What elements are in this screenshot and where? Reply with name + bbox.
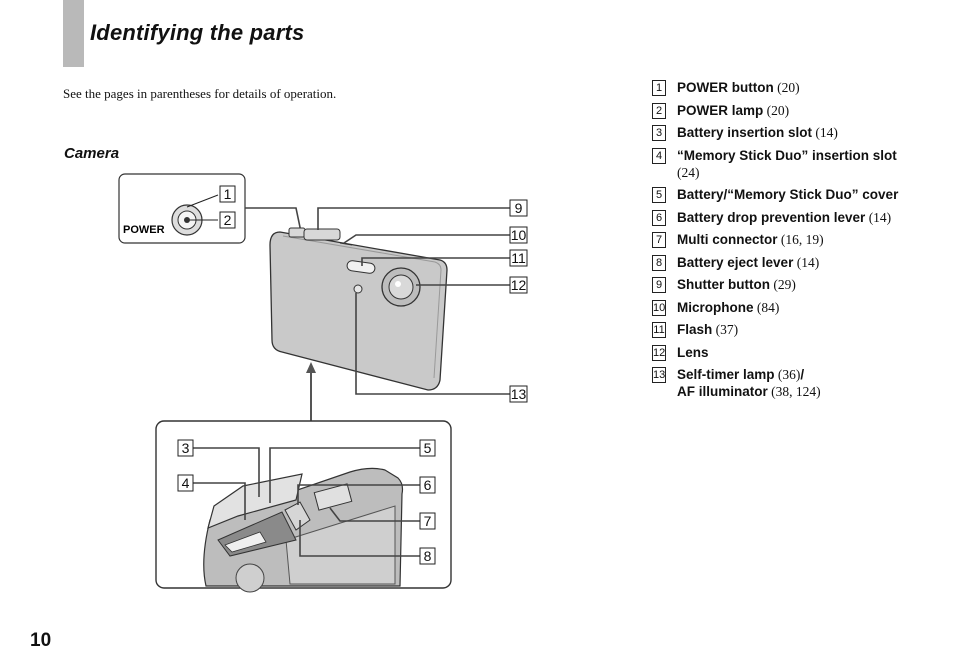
part-name-secondary: AF illuminator [677, 384, 768, 399]
power-button-top [288, 227, 306, 238]
part-name: Flash [677, 322, 713, 337]
svg-text:10: 10 [511, 227, 527, 243]
callout-1: 1 [219, 185, 236, 203]
page-number: 10 [30, 630, 52, 651]
svg-text:3: 3 [182, 440, 190, 456]
item-number-badge: 6 [652, 209, 666, 226]
svg-text:8: 8 [424, 548, 432, 564]
item-number-badge: 1 [652, 80, 666, 96]
page-ref: (20) [766, 102, 790, 118]
list-item: 2 POWER lamp (20) [652, 102, 902, 119]
item-number-badge: 3 [652, 125, 666, 141]
item-number-badge: 9 [652, 277, 666, 293]
page-ref: (24) [677, 164, 700, 180]
page-ref: (14) [815, 125, 838, 140]
svg-text:6: 6 [424, 477, 432, 493]
svg-text:13: 13 [511, 386, 527, 402]
svg-text:1: 1 [224, 186, 232, 202]
part-name: Self-timer lamp [677, 367, 775, 382]
part-name: Battery eject lever [677, 254, 794, 270]
svg-text:2: 2 [224, 212, 232, 228]
list-item: 9 Shutter button (29) [652, 276, 902, 293]
svg-text:7: 7 [424, 513, 432, 529]
callout-7: 7 [419, 512, 436, 530]
svg-text:9: 9 [515, 200, 523, 216]
item-number-badge: 10 [652, 299, 666, 316]
callout-9: 9 [509, 199, 528, 217]
svg-text:12: 12 [511, 277, 527, 293]
section-heading: Camera [64, 145, 120, 162]
item-number-badge: 2 [652, 102, 666, 119]
list-item: 13 Self-timer lamp (36)/ AF illuminator (3… [652, 366, 902, 400]
callout-11: 11 [509, 249, 528, 267]
page-ref: (36) [777, 367, 801, 382]
callout-6: 6 [419, 476, 436, 494]
item-number-badge: 4 [652, 147, 666, 164]
svg-text:11: 11 [511, 250, 526, 266]
part-name: Battery/“Memory Stick Duo” cover [677, 187, 899, 202]
lens [388, 274, 414, 300]
battery-eject-lever [284, 501, 311, 531]
power-lamp [184, 217, 190, 223]
self-timer-lamp [353, 284, 363, 294]
part-name: “Memory Stick Duo” insertion slot [677, 147, 897, 163]
part-name: Battery insertion slot [677, 125, 813, 140]
battery-cover [207, 473, 303, 530]
list-item: 5 Battery/“Memory Stick Duo” cover [652, 186, 902, 203]
part-name: Shutter button [677, 277, 770, 292]
power-inset-label: POWER [123, 224, 165, 236]
list-item: 3 Battery insertion slot (14) [652, 124, 902, 141]
list-item: 1 POWER button (20) [652, 79, 902, 96]
item-number-badge: 7 [652, 232, 666, 248]
list-item: 10 Microphone (84) [652, 299, 902, 316]
callout-10: 10 [509, 226, 528, 244]
item-number-badge: 5 [652, 187, 666, 203]
callout-5: 5 [419, 439, 436, 457]
shutter-button [303, 228, 341, 241]
list-item: 6 Battery drop prevention lever (14) [652, 209, 902, 226]
item-number-badge: 13 [652, 367, 666, 383]
page-ref: (16, 19) [780, 232, 824, 247]
callout-2: 2 [219, 211, 236, 229]
svg-text:5: 5 [424, 440, 432, 456]
multi-connector [313, 483, 353, 511]
callout-8: 8 [419, 547, 436, 565]
page-ref: (29) [773, 277, 796, 292]
section-tab-marker [63, 0, 84, 67]
page-ref-secondary: (38, 124) [771, 384, 821, 399]
list-item: 11 Flash (37) [652, 321, 902, 338]
list-item: 7 Multi connector (16, 19) [652, 231, 902, 248]
item-number-badge: 12 [652, 344, 666, 361]
part-name: Lens [677, 344, 709, 360]
intro-text: See the pages in parentheses for details… [63, 86, 337, 101]
list-item: 8 Battery eject lever (14) [652, 254, 902, 271]
page-ref: (37) [715, 322, 739, 337]
list-item: 4 “Memory Stick Duo” insertion slot (24) [652, 147, 902, 181]
page-ref: (20) [777, 80, 800, 95]
callout-3: 3 [177, 439, 194, 457]
callout-12: 12 [509, 276, 528, 294]
part-name: Multi connector [677, 232, 778, 247]
page-title: Identifying the parts [90, 20, 305, 45]
svg-text:4: 4 [182, 475, 190, 491]
part-name: Microphone [677, 299, 754, 315]
page-ref: (14) [796, 254, 820, 270]
part-name: Battery drop prevention lever [677, 209, 866, 225]
part-name: POWER lamp [677, 102, 764, 118]
separator: / [800, 367, 805, 382]
item-number-badge: 8 [652, 254, 666, 271]
camera-body-front [269, 231, 448, 391]
page-ref: (84) [756, 299, 780, 315]
item-number-badge: 11 [652, 322, 666, 338]
microphone [339, 242, 353, 246]
list-item: 12 Lens [652, 344, 902, 361]
page-ref: (14) [868, 209, 892, 225]
callout-4: 4 [177, 474, 194, 492]
callout-13: 13 [509, 385, 528, 403]
part-name: POWER button [677, 80, 774, 95]
